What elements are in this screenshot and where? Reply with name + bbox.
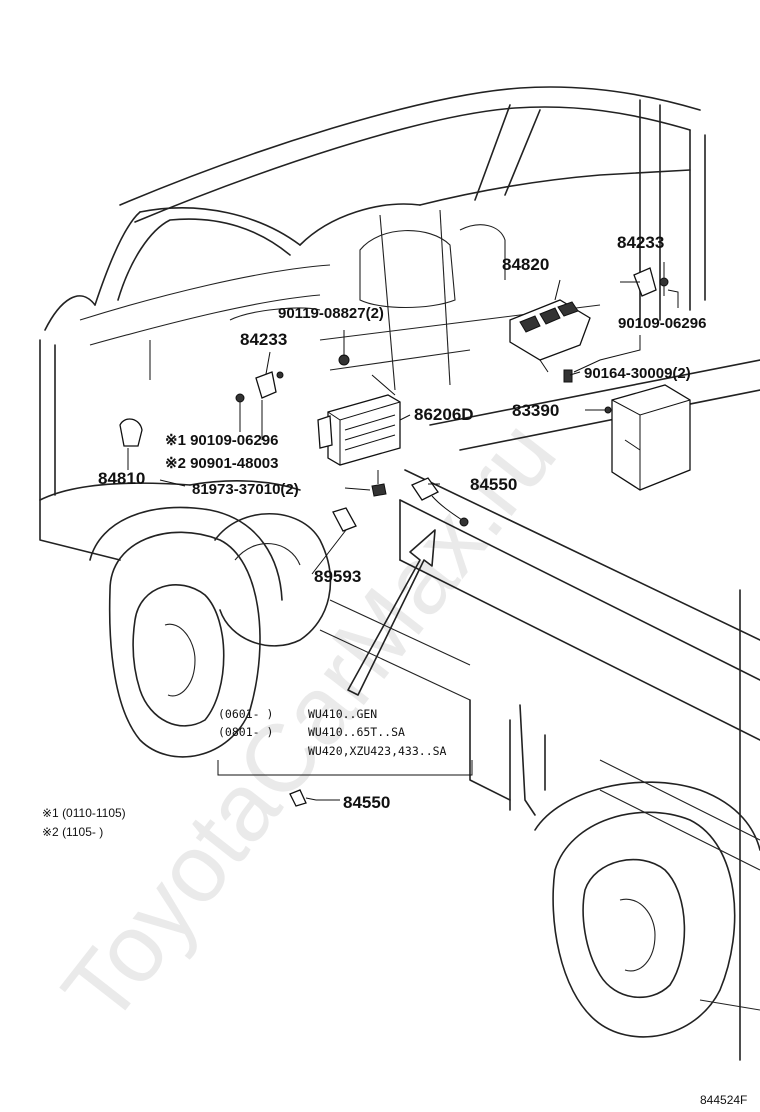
label-84550-upper: 84550 — [470, 475, 517, 494]
label-83390: 83390 — [512, 401, 559, 420]
label-84810: 84810 — [98, 469, 145, 488]
label-84550-lower: 84550 — [343, 793, 390, 812]
diagram-code: 844524F — [700, 1093, 747, 1107]
truck-bed-outline — [319, 469, 760, 1061]
clip-81973-part — [371, 483, 387, 497]
sensor-84550-lower-part — [289, 789, 317, 807]
applicability-row1-date: (0601- ) — [218, 707, 273, 721]
label-90164: 90164-30009(2) — [584, 365, 691, 382]
sensor-89593-part — [332, 507, 357, 532]
label-90901-note2: ※2 90901-48003 — [165, 455, 279, 472]
ecu-86206d-part — [317, 394, 401, 466]
label-84233-left: 84233 — [240, 330, 287, 349]
label-81973: 81973-37010(2) — [192, 481, 299, 498]
switch-84233-left-part — [255, 371, 284, 399]
applicability-row3-model: WU420,XZU423,433..SA — [308, 744, 447, 758]
watermark-text: ToyotaCarMax.ru — [42, 401, 576, 1043]
label-84233-upper: 84233 — [617, 233, 664, 252]
label-90119: 90119-08827(2) — [278, 305, 384, 322]
applicability-row1-model: WU410..GEN — [308, 707, 377, 721]
applicability-block: (0601- ) WU410..GEN (0801- ) WU410..65T.… — [218, 707, 447, 758]
label-84820: 84820 — [502, 255, 549, 274]
footnote-1: ※1 (0110-1105) — [42, 806, 126, 820]
label-90109-right: 90109-06296 — [618, 315, 706, 332]
switch-84820-part — [509, 299, 591, 373]
label-86206d: 86206D — [414, 405, 474, 424]
leader-lines — [127, 262, 679, 801]
label-89593: 89593 — [314, 567, 361, 586]
applicability-row2-date: (0801- ) — [218, 725, 273, 739]
spare-wheel — [214, 512, 332, 647]
footnote-2: ※2 (1105- ) — [42, 825, 103, 839]
rear-wheel — [534, 781, 760, 1038]
horn-84810-part — [119, 418, 143, 447]
bolt-90109-left-part — [235, 393, 245, 403]
front-wheel — [89, 506, 283, 758]
bolt-90164-part — [563, 369, 573, 383]
screw-90119-part — [338, 354, 350, 366]
sensor-83390-part — [604, 384, 691, 491]
label-90109-note1: ※1 90109-06296 — [165, 432, 279, 449]
applicability-row2-model: WU410..65T..SA — [308, 725, 405, 739]
footnotes-block: ※1 (0110-1105) ※2 (1105- ) — [42, 806, 126, 839]
